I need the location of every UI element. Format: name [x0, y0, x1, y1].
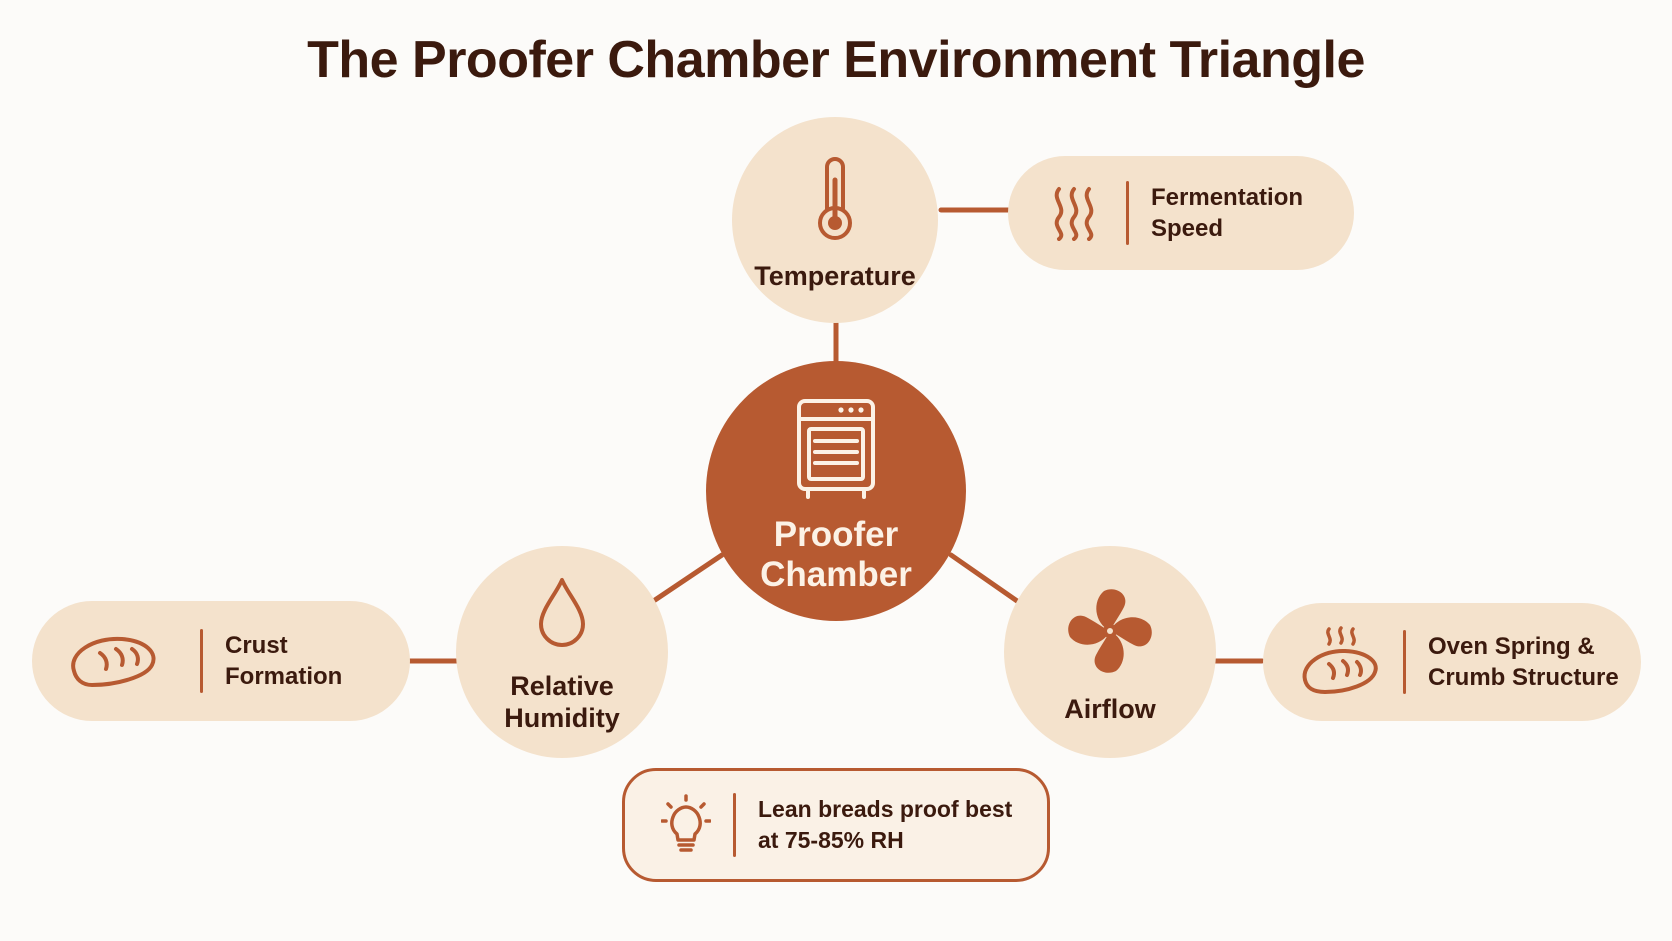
proofer-cabinet-icon [794, 396, 878, 505]
oven-spring-pill: Oven Spring & Crumb Structure [1263, 603, 1641, 721]
fan-icon [1064, 585, 1156, 682]
relative-humidity-label: Relative Humidity [504, 670, 620, 733]
steaming-bread-icon [1299, 626, 1381, 698]
temperature-label: Temperature [754, 260, 916, 291]
proofer-chamber-label: Proofer Chamber [760, 515, 912, 594]
crust-formation-text: Crust Formation [225, 631, 343, 690]
water-drop-icon [536, 576, 588, 655]
proofer-chamber-node: Proofer Chamber [706, 361, 966, 621]
tip-callout: Lean breads proof best at 75-85% RH [622, 768, 1050, 882]
crust-formation-pill: Crust Formation [32, 601, 410, 721]
heat-waves-icon [1046, 185, 1102, 241]
temperature-node: Temperature [732, 117, 938, 323]
page-title: The Proofer Chamber Environment Triangle [307, 31, 1365, 89]
fermentation-speed-pill: Fermentation Speed [1008, 156, 1354, 270]
tip-text: Lean breads proof best at 75-85% RH [758, 795, 1013, 853]
fermentation-speed-text: Fermentation Speed [1151, 183, 1304, 242]
airflow-node: Airflow [1004, 546, 1216, 758]
relative-humidity-node: Relative Humidity [456, 546, 668, 758]
airflow-label: Airflow [1064, 693, 1156, 724]
lightbulb-icon [661, 794, 713, 856]
bread-loaf-icon [66, 631, 158, 691]
thermometer-icon [813, 156, 857, 247]
oven-spring-text: Oven Spring & Crumb Structure [1428, 632, 1619, 691]
